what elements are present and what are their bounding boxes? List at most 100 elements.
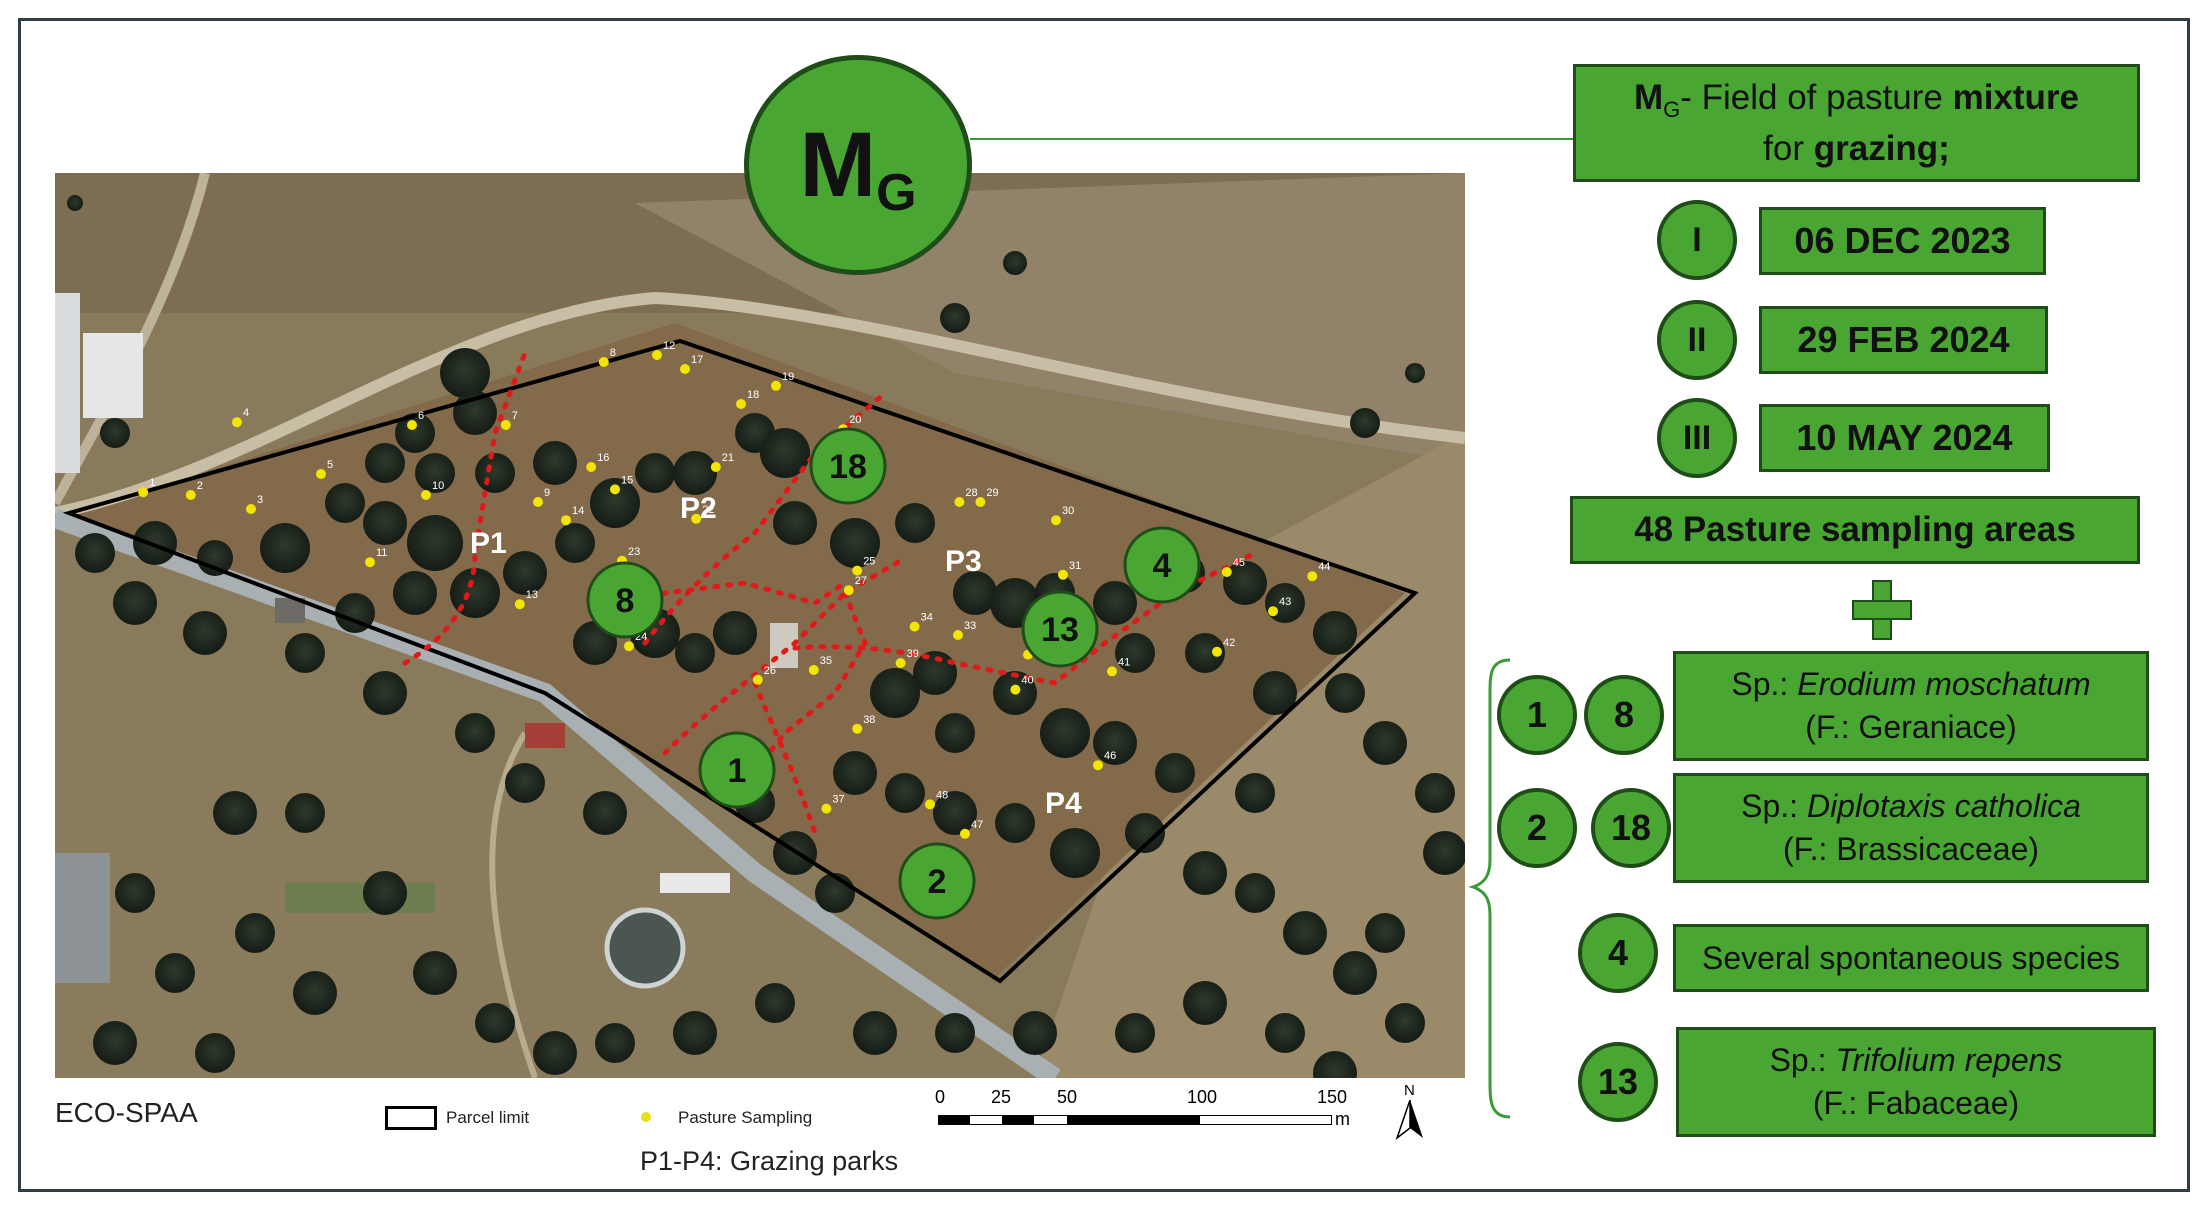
- tree-canopy: [75, 533, 115, 573]
- tree-canopy: [1155, 753, 1195, 793]
- sample-point: 31: [1058, 560, 1081, 580]
- tree-canopy: [113, 581, 157, 625]
- sample-point-label: 29: [986, 487, 998, 499]
- tree-canopy: [933, 791, 977, 835]
- sample-point: 1: [138, 477, 155, 498]
- tree-canopy: [503, 551, 547, 595]
- tree-canopy: [197, 540, 233, 576]
- tree-canopy: [673, 1011, 717, 1055]
- tree-canopy: [895, 503, 935, 543]
- svg-text:18: 18: [829, 448, 867, 486]
- tree-canopy: [1313, 611, 1357, 655]
- species-box-erodium: Sp.: Erodium moschatum (F.: Geraniace): [1673, 651, 2149, 761]
- sample-point-label: 25: [863, 556, 875, 568]
- species-circle-8: 8: [1584, 675, 1664, 755]
- tree-canopy: [455, 713, 495, 753]
- sampling-areas-box: 48 Pasture sampling areas: [1570, 496, 2140, 564]
- tree-canopy: [833, 751, 877, 795]
- tree-canopy: [1365, 913, 1405, 953]
- sample-point: 2: [185, 480, 203, 500]
- parcel-limit-label: Parcel limit: [446, 1108, 530, 1127]
- sample-point-label: 39: [907, 648, 919, 660]
- park-label-p3: P3: [945, 545, 982, 578]
- tree-canopy: [1115, 1013, 1155, 1053]
- sample-point: 43: [1268, 596, 1291, 617]
- tree-canopy: [590, 478, 640, 528]
- sample-point-label: 3: [257, 494, 263, 506]
- sample-point: 13: [514, 589, 538, 610]
- species-circle-1: 1: [1497, 675, 1577, 755]
- map-circle-2: 2: [898, 842, 976, 920]
- svg-text:1: 1: [728, 752, 747, 790]
- tree-canopy: [285, 793, 325, 833]
- sample-point-label: 46: [1104, 750, 1116, 762]
- sample-point-label: 37: [832, 794, 844, 806]
- tree-canopy: [1350, 408, 1380, 438]
- sample-point-label: 14: [572, 505, 584, 517]
- sample-point: 21: [710, 452, 734, 472]
- grazing-parks-label: P1-P4: Grazing parks: [640, 1146, 899, 1176]
- species-box-diplotaxis: Sp.: Diplotaxis catholica (F.: Brassicac…: [1673, 773, 2149, 883]
- sample-point: 29: [975, 487, 999, 507]
- sample-point: 17: [680, 354, 703, 374]
- tree-canopy: [1223, 561, 1267, 605]
- field-description-box: MG- Field of pasture mixture for grazing…: [1573, 64, 2140, 182]
- sample-point-label: 23: [628, 546, 640, 558]
- tree-canopy: [1415, 773, 1455, 813]
- tree-canopy: [1003, 251, 1027, 275]
- sample-point: 3: [246, 494, 263, 514]
- scale-bar: 0 25 50 100 150 m: [935, 1087, 1350, 1129]
- tree-canopy: [595, 1023, 635, 1063]
- species-circle-2: 2: [1497, 788, 1577, 868]
- tree-canopy: [1185, 633, 1225, 673]
- species-box-spontaneous: Several spontaneous species: [1673, 924, 2149, 992]
- tree-canopy: [407, 515, 463, 571]
- tree-canopy: [100, 418, 130, 448]
- tree-canopy: [285, 633, 325, 673]
- tree-canopy: [1115, 633, 1155, 673]
- svg-text:8: 8: [616, 582, 635, 620]
- tree-canopy: [363, 501, 407, 545]
- tree-canopy: [363, 671, 407, 715]
- tree-canopy: [940, 303, 970, 333]
- sample-point: 47: [960, 819, 983, 839]
- date-circle-i: I: [1657, 200, 1737, 280]
- sample-point-label: 17: [691, 354, 703, 366]
- sample-point: 11: [365, 547, 387, 568]
- map-circle-4: 4: [1123, 526, 1201, 604]
- tree-canopy: [1265, 1013, 1305, 1053]
- sample-point: 7: [500, 410, 518, 430]
- tree-canopy: [1183, 851, 1227, 895]
- sample-point-label: 42: [1223, 637, 1235, 649]
- sample-point: 16: [586, 452, 609, 472]
- date-circle-ii: II: [1657, 300, 1737, 380]
- sample-point-label: 21: [722, 452, 734, 464]
- tree-canopy: [440, 348, 490, 398]
- plus-icon: [1852, 580, 1912, 640]
- sample-point-label: 47: [971, 819, 983, 831]
- sample-point: 46: [1093, 750, 1116, 771]
- tree-canopy: [133, 521, 177, 565]
- tree-canopy: [533, 1031, 577, 1075]
- sample-point-label: 6: [418, 410, 424, 422]
- pasture-sampling-swatch: [641, 1112, 651, 1122]
- sample-point-label: 35: [820, 655, 832, 667]
- tree-canopy: [155, 953, 195, 993]
- sample-point-label: 41: [1118, 656, 1130, 668]
- tree-canopy: [913, 651, 957, 695]
- date-box-ii: 29 FEB 2024: [1759, 306, 2048, 374]
- tree-canopy: [555, 523, 595, 563]
- map-circle-18: 18: [809, 427, 887, 505]
- sample-point-label: 12: [663, 340, 675, 352]
- tree-canopy: [935, 1013, 975, 1053]
- tree-canopy: [885, 773, 925, 813]
- sample-point: 4: [232, 407, 249, 428]
- sample-point: 40: [1010, 675, 1034, 695]
- sample-point-label: 19: [782, 371, 794, 383]
- date-box-i: 06 DEC 2023: [1759, 207, 2046, 275]
- sample-point: 10: [421, 480, 444, 500]
- tree-canopy: [415, 453, 455, 493]
- tree-canopy: [1283, 911, 1327, 955]
- sample-point: 9: [533, 487, 550, 507]
